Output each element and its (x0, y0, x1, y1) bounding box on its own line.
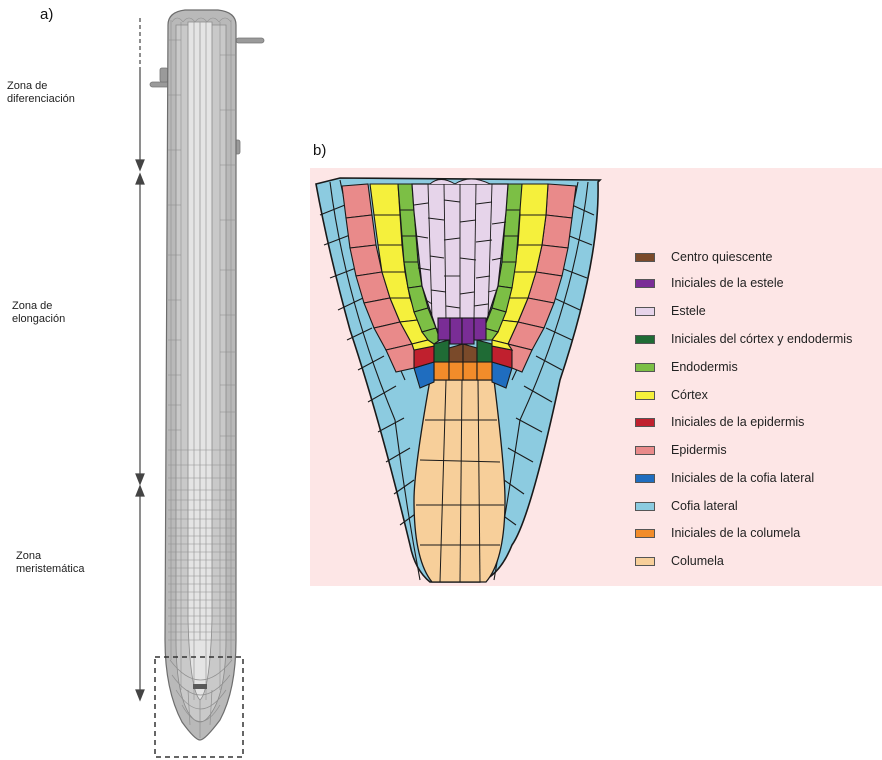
legend-swatch (635, 279, 655, 288)
legend-swatch (635, 474, 655, 483)
cortex-endodermis-initial-left (434, 340, 449, 362)
legend-item: Iniciales de la cofia lateral (635, 469, 814, 487)
legend-label: Estele (671, 304, 706, 318)
cortex-endodermis-initial-right (477, 340, 492, 362)
legend-item: Cofia lateral (635, 497, 738, 515)
legend-item: Epidermis (635, 441, 727, 459)
legend-swatch (635, 253, 655, 262)
legend-swatch (635, 446, 655, 455)
legend-label: Iniciales de la estele (671, 276, 784, 290)
columella-region (414, 380, 505, 582)
legend-item: Iniciales de la columela (635, 524, 800, 542)
legend-item: Iniciales del córtex y endodermis (635, 330, 852, 348)
legend-label: Iniciales del córtex y endodermis (671, 332, 852, 346)
legend-item: Iniciales de la epidermis (635, 413, 804, 431)
legend-swatch (635, 363, 655, 372)
stele-initials (438, 318, 486, 344)
legend-label: Córtex (671, 388, 708, 402)
legend-swatch (635, 529, 655, 538)
legend-label: Iniciales de la epidermis (671, 415, 804, 429)
columella-initials (434, 362, 492, 380)
legend-swatch (635, 391, 655, 400)
legend-label: Cofia lateral (671, 499, 738, 513)
legend-label: Centro quiescente (671, 250, 772, 264)
legend-swatch (635, 502, 655, 511)
legend-swatch (635, 335, 655, 344)
legend-label: Iniciales de la columela (671, 526, 800, 540)
legend-swatch (635, 418, 655, 427)
legend-label: Columela (671, 554, 724, 568)
legend-item: Centro quiescente (635, 248, 772, 266)
legend-item: Iniciales de la estele (635, 274, 784, 292)
quiescent-center (449, 344, 477, 362)
legend-swatch (635, 307, 655, 316)
legend-item: Córtex (635, 386, 708, 404)
legend-label: Endodermis (671, 360, 738, 374)
legend-item: Estele (635, 302, 706, 320)
legend-swatch (635, 557, 655, 566)
legend-item: Columela (635, 552, 724, 570)
legend-item: Endodermis (635, 358, 738, 376)
legend-label: Iniciales de la cofia lateral (671, 471, 814, 485)
legend-label: Epidermis (671, 443, 727, 457)
